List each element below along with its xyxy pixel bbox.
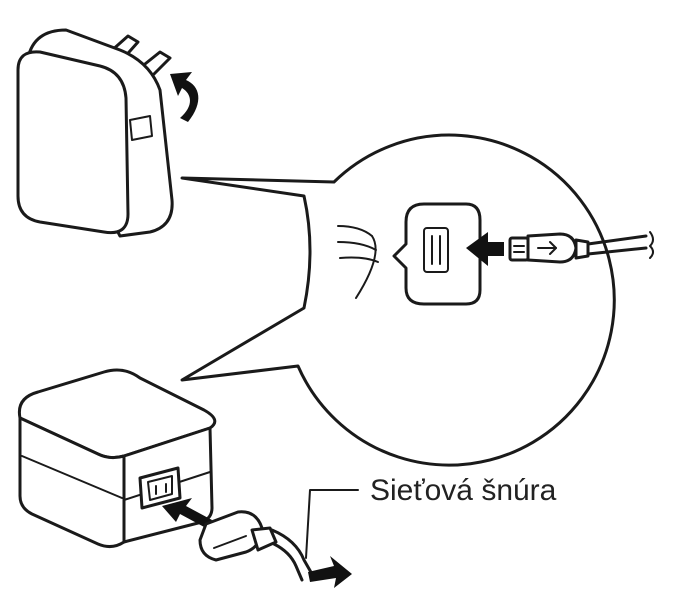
remove-arrow-icon <box>308 556 352 588</box>
usb-plug <box>508 231 654 264</box>
cord-callout: Sieťová šnúra <box>305 474 557 559</box>
insert-arrow-icon <box>466 232 504 266</box>
adapter-top <box>16 28 199 238</box>
cord-label: Sieťová šnúra <box>370 474 557 507</box>
insert-arrow-icon <box>162 498 212 528</box>
zoom-callout <box>180 133 654 467</box>
adapter-bottom <box>17 368 352 588</box>
usb-port-icon <box>423 227 449 273</box>
cord-plug <box>198 510 278 562</box>
rotate-arrow-icon <box>170 72 199 122</box>
ac-inlet <box>138 466 182 510</box>
adapter-edge-lines <box>337 225 379 299</box>
